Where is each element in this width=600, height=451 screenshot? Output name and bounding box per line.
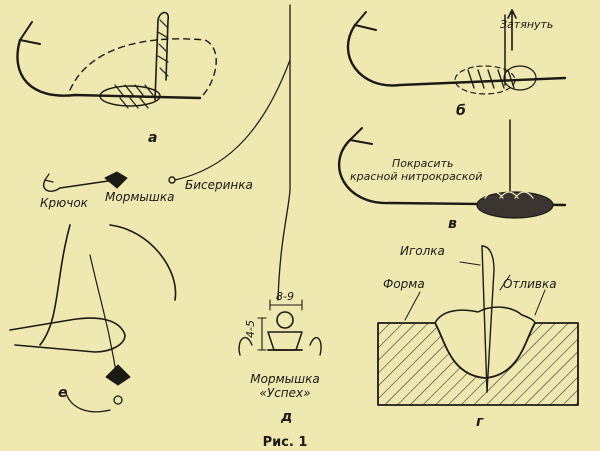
label-forma: Форма [383, 277, 425, 291]
panel-letter-d: д [281, 409, 293, 425]
panel-letter-b: б [456, 103, 466, 119]
main-line [277, 4, 291, 301]
label-zatyanut: Затянуть [500, 18, 554, 31]
panel-letter-e: е [58, 385, 68, 401]
label-dim-top: 8-9 [276, 290, 294, 303]
panel-v-hook-diagram [338, 119, 567, 219]
panel-letter-v: в [448, 216, 457, 232]
panel-a-hook-diagram [16, 11, 217, 109]
panel-g-mold-diagram [377, 245, 579, 406]
label-otlivka: Отливка [503, 277, 557, 291]
hook-mormyshka-bead-diagram [43, 171, 176, 192]
label-mormyshka: Мормышка [105, 190, 175, 204]
label-uspekh-2: «Успех» [259, 386, 311, 400]
label-pokrasit-2: красной нитрокраской [350, 170, 483, 183]
panel-e-hand-diagram [9, 224, 177, 413]
panel-letter-g: г [476, 414, 484, 430]
label-dim-side: 4-5 [244, 320, 257, 338]
panel-letter-a: а [148, 130, 158, 146]
label-kryuchok: Крючок [40, 196, 88, 210]
figure-caption: Рис. 1 [262, 435, 308, 450]
label-pokrasit-1: Покрасить [392, 157, 454, 170]
label-uspekh-1: Мормышка [250, 372, 320, 386]
label-igolka: Иголка [400, 244, 445, 258]
label-biserinka: Бисеринка [185, 178, 253, 192]
panel-d-mormyshka-diagram [238, 299, 322, 356]
panel-b-hook-diagram [346, 9, 567, 95]
